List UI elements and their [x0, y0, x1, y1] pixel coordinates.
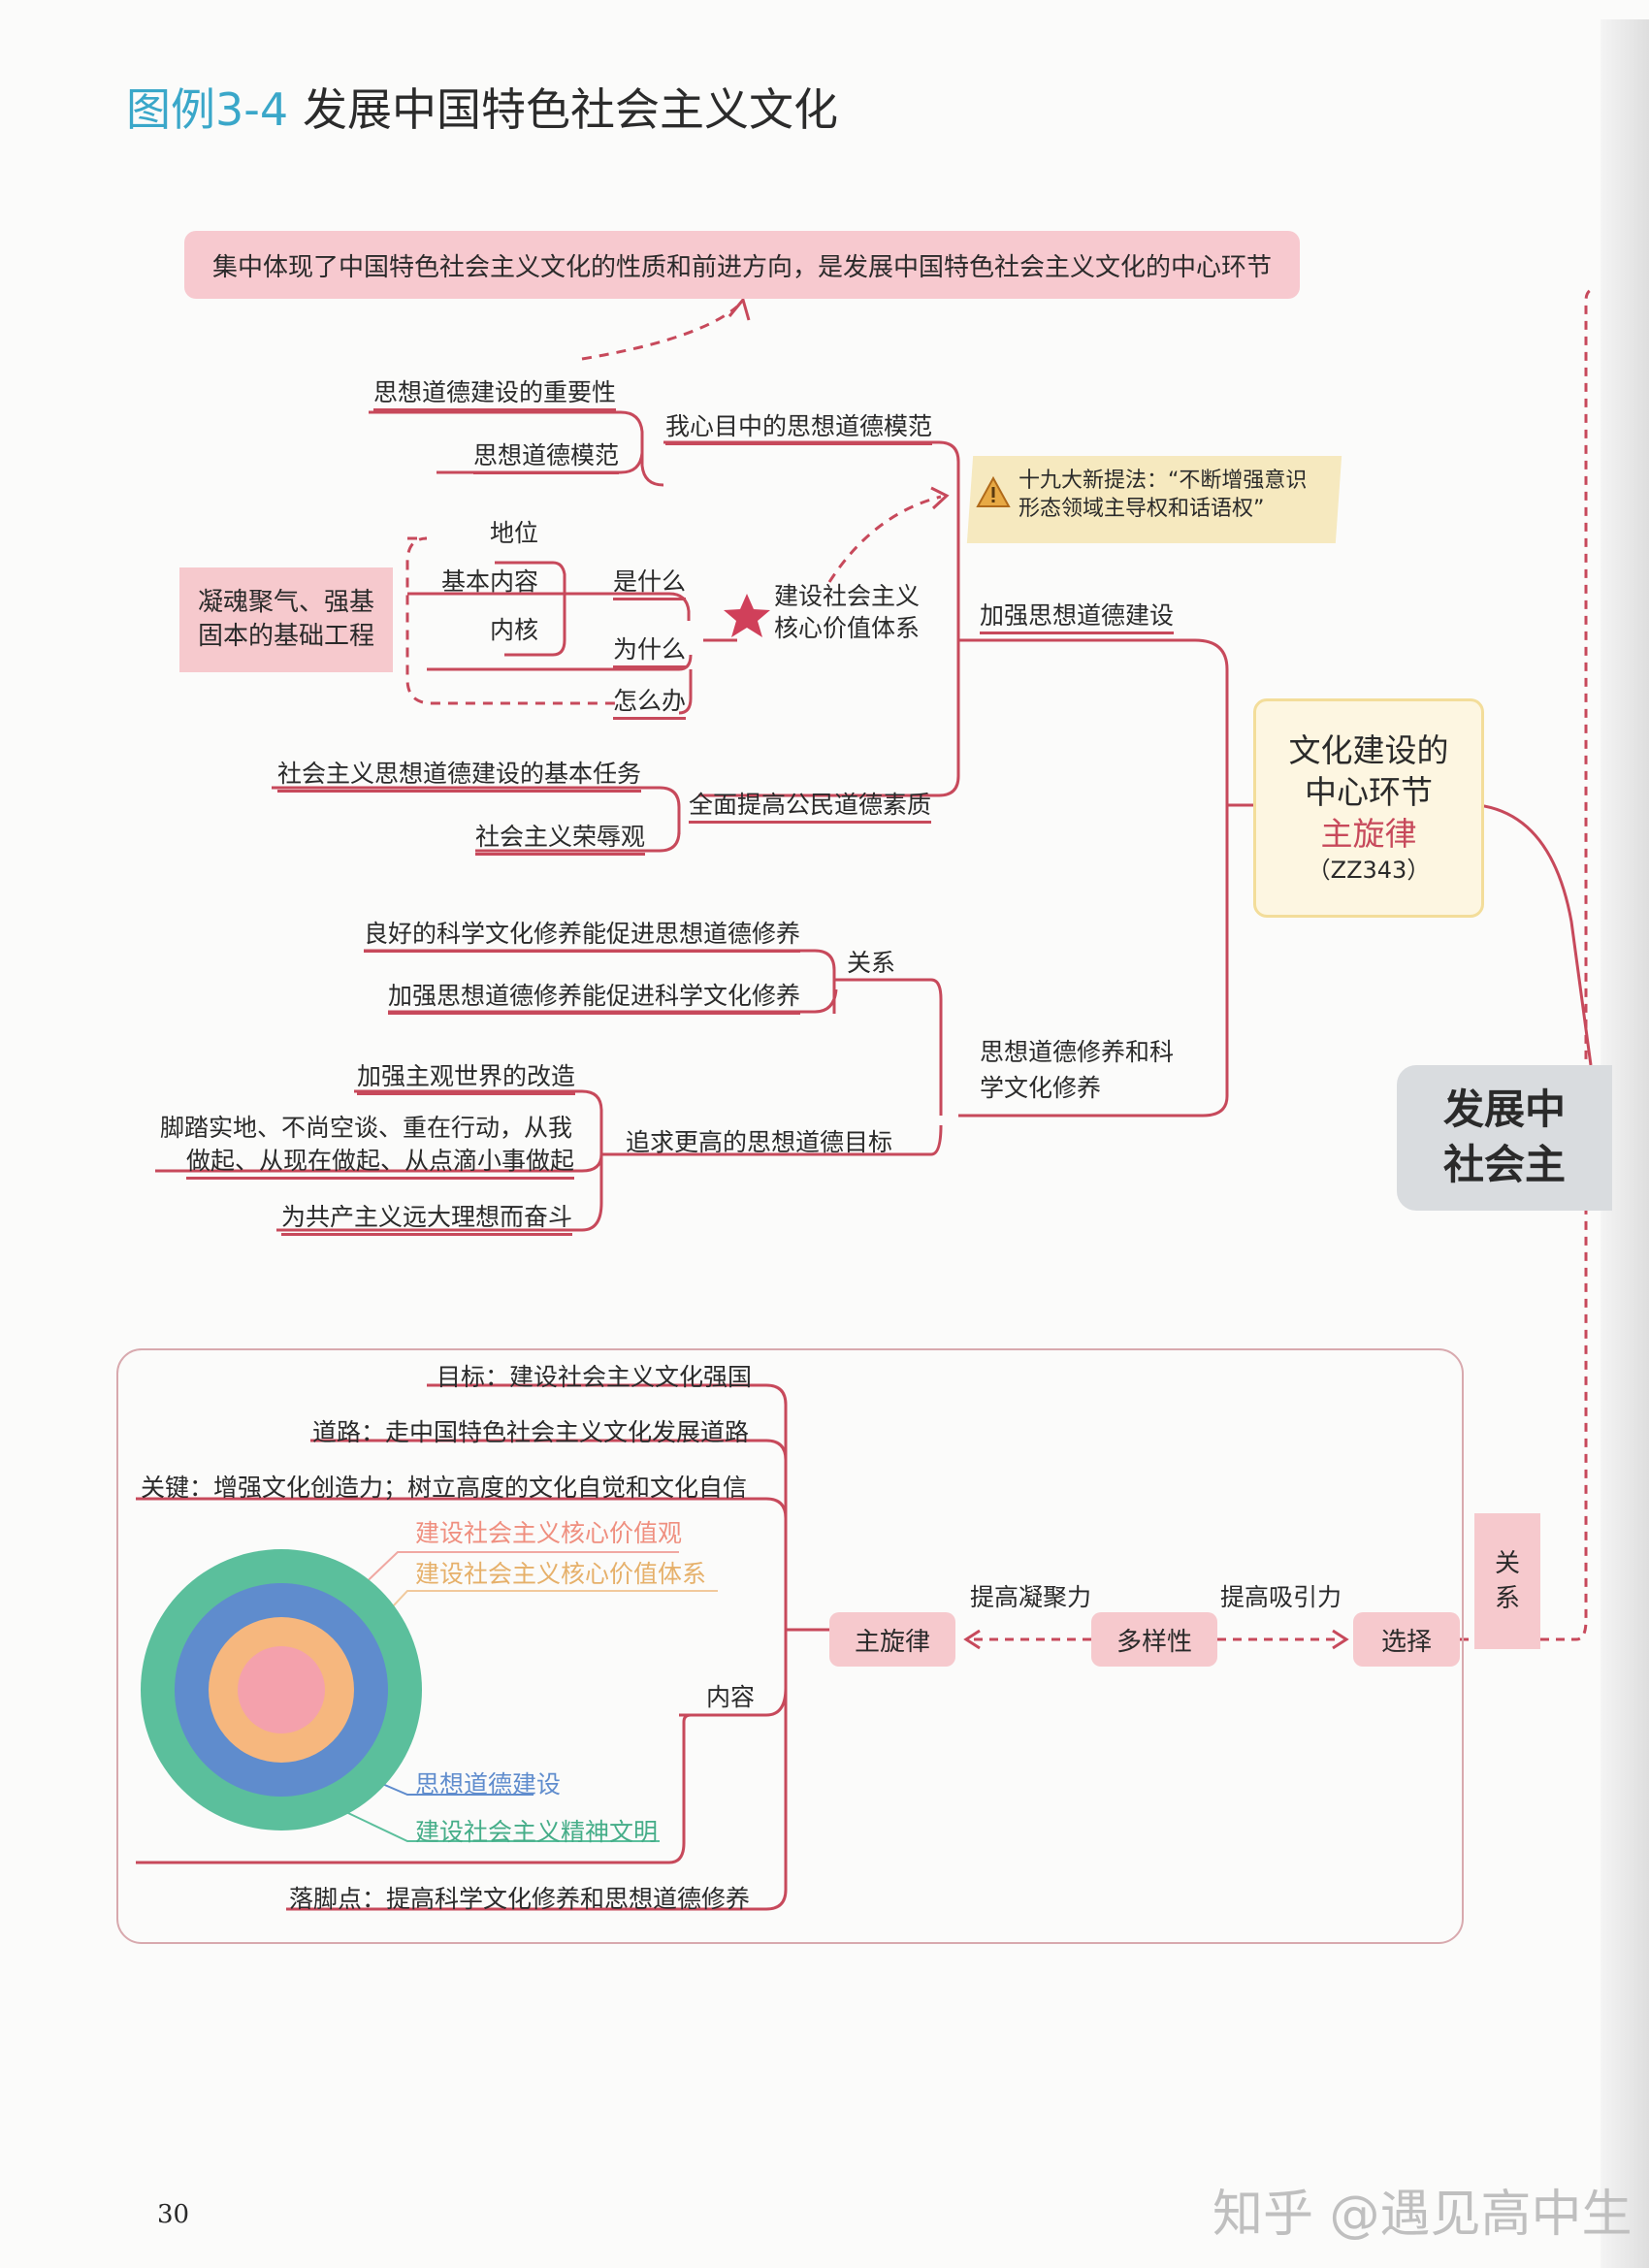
choice-node: 选择	[1353, 1612, 1460, 1667]
how-node: 怎么办	[613, 687, 687, 720]
main-topic-node: 发展中 社会主	[1397, 1065, 1612, 1211]
center-line-1: 文化建设的	[1288, 731, 1449, 770]
foundation-line-1: 凝魂聚气、强基	[197, 587, 374, 617]
cultivation-line-2: 学文化修养	[980, 1074, 1102, 1102]
main-topic-line-1: 发展中	[1442, 1085, 1566, 1134]
moral-importance-text: 思想道德建设的重要性	[373, 378, 617, 411]
warning-icon	[976, 475, 1011, 507]
core-values-line-2: 核心价值体系	[774, 614, 921, 642]
note-line-1: 十九大新提法：“不断增强意识	[1018, 469, 1308, 493]
why-node: 为什么	[613, 635, 687, 668]
foundation-box: 凝魂聚气、强基 固本的基础工程	[179, 567, 393, 672]
center-code: （ZZ343）	[1307, 856, 1431, 884]
note-line-2: 形态领域主导权和话语权”	[1018, 497, 1265, 521]
top-banner: 集中体现了中国特色社会主义文化的性质和前进方向，是发展中国特色社会主义文化的中心…	[184, 231, 1300, 299]
relation-line-1: 关	[1494, 1548, 1520, 1578]
cohesion-label: 提高凝聚力	[970, 1583, 1092, 1611]
watermark: 知乎 @遇见高中生	[1212, 2186, 1633, 2244]
foothold-text: 落脚点：提高科学文化修养和思想道德修养	[289, 1885, 751, 1913]
goal-child-1: 加强主观世界的改造	[357, 1062, 576, 1095]
foundation-line-2: 固本的基础工程	[197, 622, 374, 651]
content-node: 内容	[706, 1683, 756, 1711]
relation-box: 关 系	[1474, 1513, 1540, 1649]
improve-morality-node: 全面提高公民道德素质	[689, 791, 932, 824]
ring-label-core-values: 建设社会主义核心价值观	[415, 1519, 683, 1547]
center-line-2: 中心环节	[1305, 772, 1433, 811]
inner-core-text: 内核	[490, 616, 539, 644]
relation-line-2: 系	[1494, 1584, 1520, 1613]
key-text: 关键：增强文化创造力；树立高度的文化自觉和文化自信	[141, 1474, 748, 1502]
diversity-node: 多样性	[1091, 1612, 1217, 1667]
page-title: 发展中国特色社会主义文化	[303, 83, 838, 136]
core-values-line-1: 建设社会主义	[774, 582, 921, 610]
target-text: 目标：建设社会主义文化强国	[436, 1363, 753, 1391]
attraction-label: 提高吸引力	[1220, 1583, 1342, 1611]
bottom-panel	[116, 1348, 1464, 1944]
main-melody-node: 主旋律	[829, 1612, 955, 1667]
goal-child-2a: 脚踏实地、不尚空谈、重在行动，从我	[160, 1114, 573, 1142]
center-link-box: 文化建设的 中心环节 主旋律 （ZZ343）	[1253, 698, 1484, 918]
relation-child-1: 良好的科学文化修养能促进思想道德修养	[364, 920, 801, 953]
ring-label-spiritual: 建设社会主义精神文明	[415, 1818, 659, 1846]
honor-disgrace-text: 社会主义荣辱观	[475, 823, 646, 856]
road-text: 道路：走中国特色社会主义文化发展道路	[312, 1418, 750, 1446]
relation-node: 关系	[847, 949, 896, 977]
ring-label-moral: 思想道德建设	[415, 1770, 562, 1798]
main-topic-line-2: 社会主	[1442, 1141, 1566, 1188]
basic-task-text: 社会主义思想道德建设的基本任务	[277, 760, 642, 793]
basic-content-text: 基本内容	[441, 567, 539, 596]
what-node: 是什么	[613, 567, 687, 600]
cultivation-line-1: 思想道德修养和科	[980, 1038, 1175, 1066]
status-text: 地位	[490, 519, 539, 547]
goal-child-2b: 做起、从现在做起、从点滴小事做起	[186, 1147, 575, 1180]
relation-child-2: 加强思想道德修养能促进科学文化修养	[388, 982, 801, 1015]
page-number: 30	[157, 2200, 190, 2229]
goal-node: 追求更高的思想道德目标	[626, 1128, 893, 1156]
main-melody-label: 主旋律	[1320, 814, 1417, 853]
ring-label-core-system: 建设社会主义核心价值体系	[415, 1560, 707, 1588]
my-moral-model-node: 我心目中的思想道德模范	[665, 412, 933, 445]
figure-number: 图例3-4	[126, 83, 289, 136]
strengthen-moral-node: 加强思想道德建设	[980, 601, 1175, 634]
moral-model-text: 思想道德模范	[473, 441, 620, 474]
goal-child-3: 为共产主义远大理想而奋斗	[281, 1203, 573, 1236]
